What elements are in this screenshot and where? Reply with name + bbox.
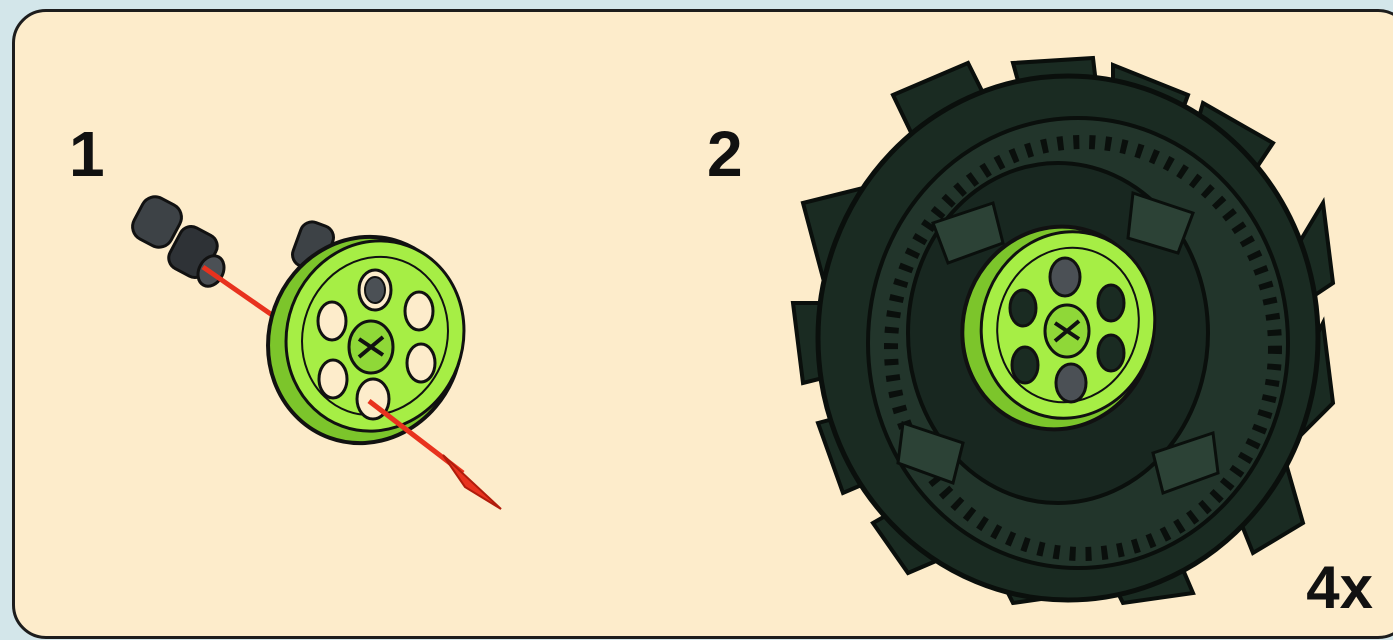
step2-illustration <box>793 58 1333 603</box>
step-number-1: 1 <box>69 122 105 186</box>
insert-arrow <box>203 267 275 317</box>
step-illustrations <box>15 12 1393 639</box>
quantity-multiplier: 4x <box>1306 558 1373 618</box>
instruction-panel: 1 2 4x <box>12 9 1393 639</box>
wheel-hub <box>239 209 491 470</box>
exit-arrow-head <box>443 455 501 509</box>
step1-illustration <box>128 192 501 509</box>
step-number-2: 2 <box>707 122 743 186</box>
